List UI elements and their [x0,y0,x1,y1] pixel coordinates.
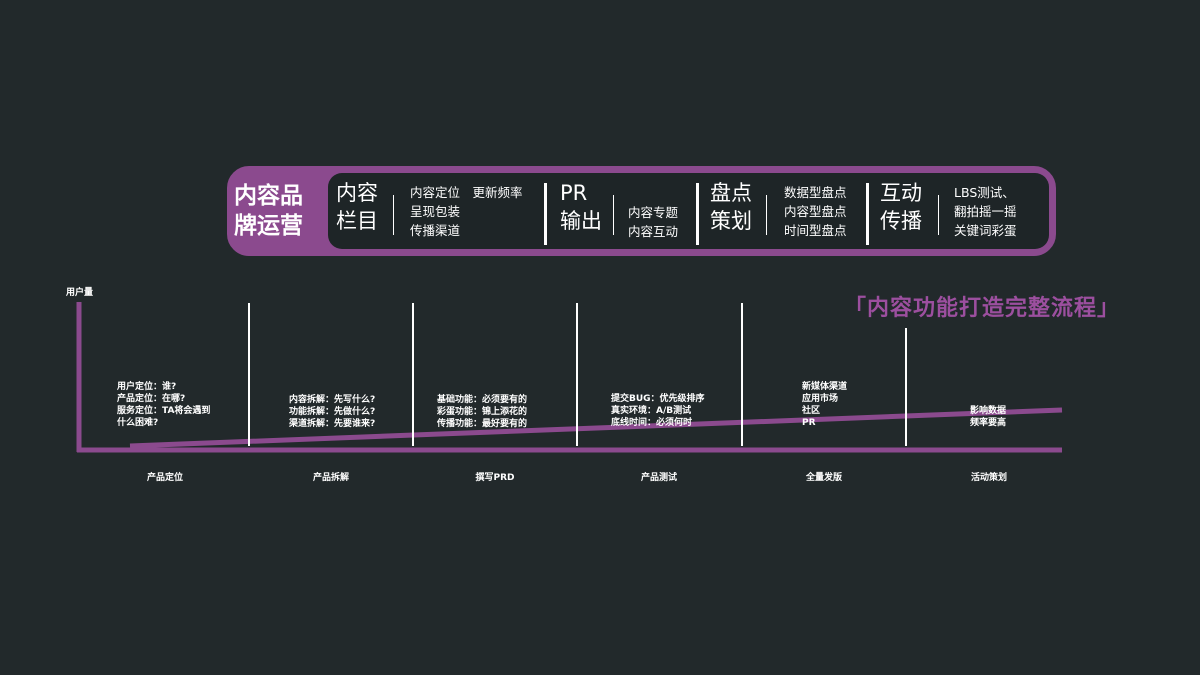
banner-head: 内容品 牌运营 [230,169,328,253]
segment-divider-thin [766,195,767,235]
stage-notes-release: 新媒体渠道 应用市场 社区 PR [802,382,848,428]
banner-head-line-2: 牌运营 [234,213,303,239]
growth-curve [129,407,1063,449]
flow-headline: 「内容功能打造完整流程」 [844,296,1121,321]
stage-label-release: 全量发版 [805,473,843,483]
stage-label-positioning: 产品定位 [146,473,184,483]
stage-notes-testing: 提交BUG：优先级排序 真实环境：A/B测试 底线时间：必须何时 [611,394,705,428]
segment-divider-thin [613,195,614,235]
segment-items-inventory-planning: 数据型盘点 内容型盘点 时间型盘点 [784,185,847,238]
banner-head-line-1: 内容品 [234,183,303,209]
segment-title-pr-output: PR 输出 [560,181,602,233]
segment-divider-thin [938,195,939,235]
stage-notes-positioning: 用户定位：谁? 产品定位：在哪? 服务定位：TA将会遇到 什么困难? [117,382,211,428]
y-axis-label: 用户量 [66,288,94,298]
stage-label-campaign: 活动策划 [970,473,1008,483]
banner-body: 内容 栏目 内容定位 更新频率 呈现包装 传播渠道 PR 输出 内容专题 内容互… [328,173,1049,249]
segment-divider [544,183,547,245]
stage-label-breakdown: 产品拆解 [312,473,350,483]
stage-label-prd: 撰写PRD [475,473,515,483]
segment-items-interactive-spread: LBS测试、 翻拍摇一摇 关键词彩蛋 [954,185,1017,238]
stage-label-testing: 产品测试 [640,473,678,483]
content-brand-banner: 内容品 牌运营 内容 栏目 内容定位 更新频率 呈现包装 传播渠道 PR 输出 … [227,166,1056,256]
segment-items-pr-output: 内容专题 内容互动 [628,205,679,239]
segment-divider-thin [393,195,394,235]
stage-notes-breakdown: 内容拆解：先写什么? 功能拆解：先做什么? 渠道拆解：先要谁来? [289,395,376,429]
segment-divider [696,183,699,245]
segment-divider [866,183,869,245]
segment-items-content-column: 内容定位 更新频率 呈现包装 传播渠道 [410,185,523,238]
segment-title-inventory-planning: 盘点 策划 [710,181,752,233]
stage-notes-campaign: 影响数据 频率要高 [970,406,1007,428]
segment-title-interactive-spread: 互动 传播 [880,181,922,233]
segment-title-content-column: 内容 栏目 [336,181,378,233]
stage-notes-prd: 基础功能：必须要有的 彩蛋功能：锦上添花的 传播功能：最好要有的 [437,395,528,429]
